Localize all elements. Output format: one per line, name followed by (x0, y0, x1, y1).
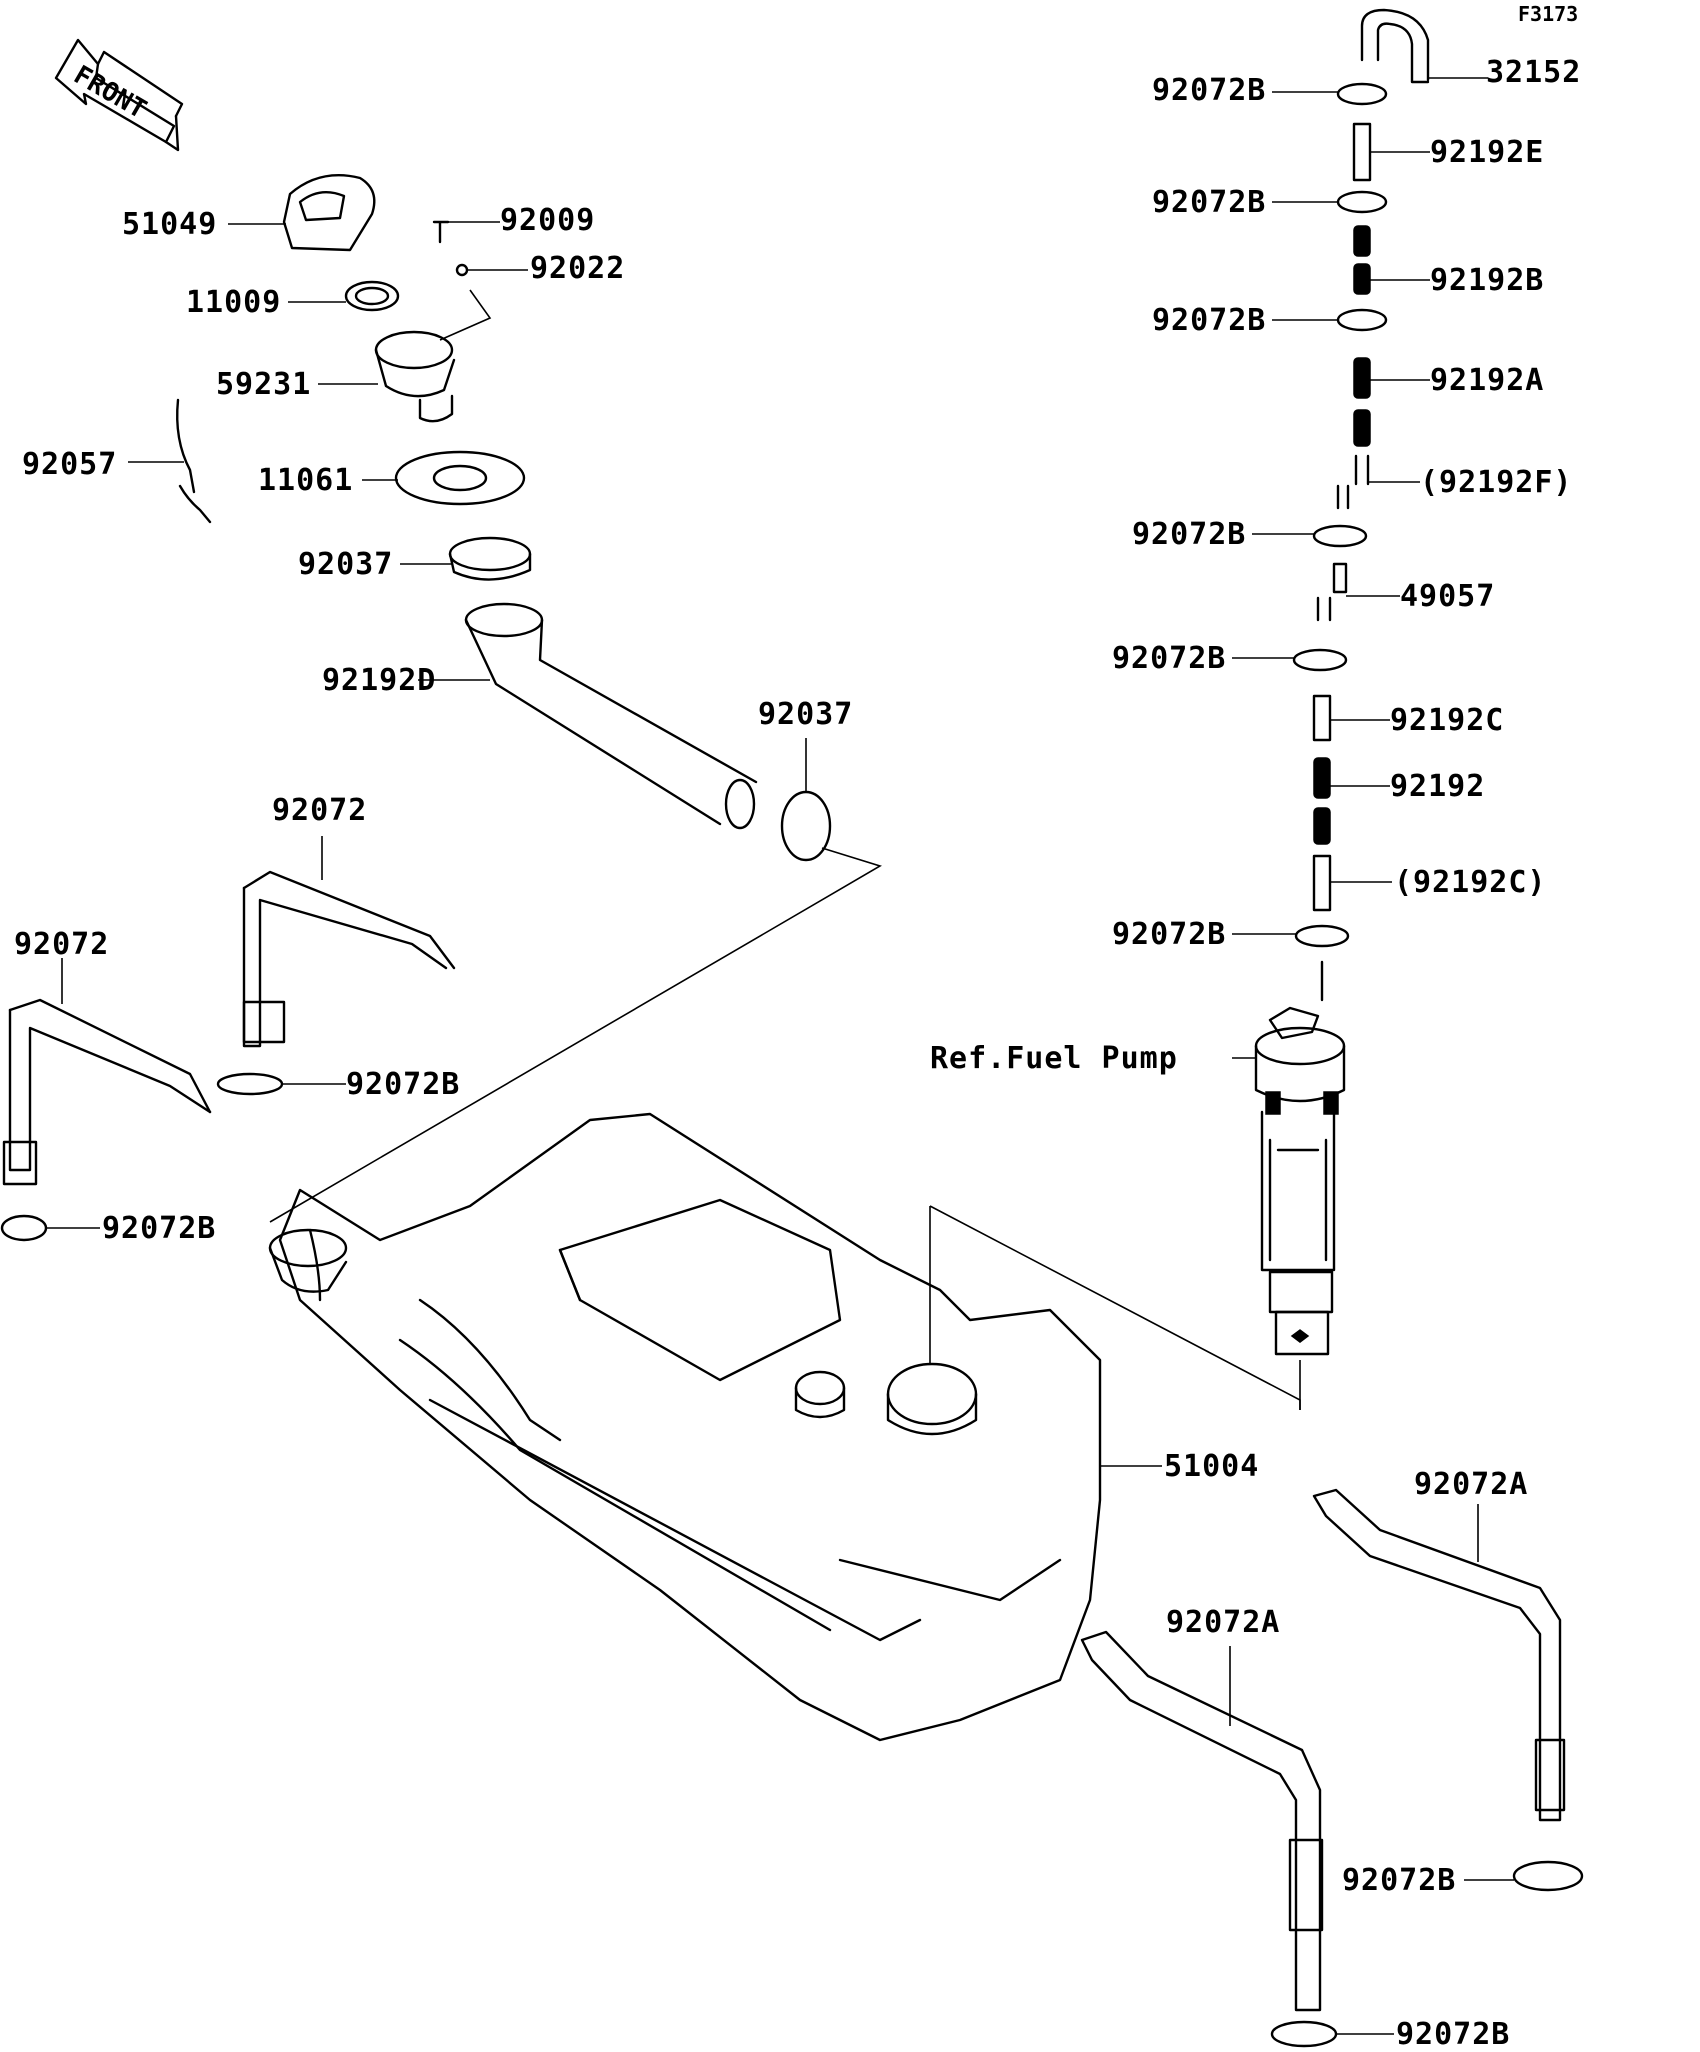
label-92072b-2: 92072B (1152, 185, 1267, 220)
label-92072b-7: 92072B (346, 1067, 461, 1102)
label-92192d: 92192D (322, 663, 437, 698)
label-92072b-9: 92072B (1342, 1863, 1457, 1898)
tank-straps-lower (1080, 1488, 1584, 2048)
label-92192a: 92192A (1430, 363, 1545, 398)
label-92192c-ref: (92192C) (1394, 865, 1547, 900)
breather-hose-assembly (1232, 8, 1488, 948)
front-arrow-icon: FRONT (54, 38, 184, 152)
fuel-tank (268, 1112, 1301, 1742)
label-92022: 92022 (530, 251, 626, 286)
label-49057: 49057 (1400, 579, 1496, 614)
label-92072b-3: 92072B (1152, 303, 1267, 338)
label-92009: 92009 (500, 203, 596, 238)
label-92072b-4: 92072B (1132, 517, 1247, 552)
label-92192: 92192 (1390, 769, 1486, 804)
label-92072a-2: 92072A (1166, 1605, 1281, 1640)
label-92037-2: 92037 (758, 697, 854, 732)
filler-components (128, 174, 882, 1223)
label-59231: 59231 (216, 367, 312, 402)
label-11009: 11009 (186, 285, 282, 320)
fuel-pump-reference (1232, 960, 1346, 1410)
label-51049: 51049 (122, 207, 218, 242)
label-92072b-10: 92072B (1396, 2017, 1511, 2052)
label-ref-fuel-pump: Ref.Fuel Pump (930, 1041, 1178, 1076)
label-92057: 92057 (22, 447, 118, 482)
label-92037-1: 92037 (298, 547, 394, 582)
label-92072b-8: 92072B (102, 1211, 217, 1246)
label-92072-2: 92072 (14, 927, 110, 962)
label-32152: 32152 (1486, 55, 1582, 90)
label-92072b-5: 92072B (1112, 641, 1227, 676)
label-92072b-6: 92072B (1112, 917, 1227, 952)
label-92192b: 92192B (1430, 263, 1545, 298)
figure-code: F3173 (1518, 2, 1579, 26)
front-arrow-label: FRONT (69, 60, 152, 125)
label-92192e: 92192E (1430, 135, 1545, 170)
label-92072b-1: 92072B (1152, 73, 1267, 108)
label-11061: 11061 (258, 463, 354, 498)
label-92192f: (92192F) (1420, 465, 1573, 500)
label-92192c: 92192C (1390, 703, 1505, 738)
tank-straps-upper (0, 836, 456, 1242)
label-92072a-1: 92072A (1414, 1467, 1529, 1502)
label-51004: 51004 (1164, 1449, 1260, 1484)
label-92072-1: 92072 (272, 793, 368, 828)
